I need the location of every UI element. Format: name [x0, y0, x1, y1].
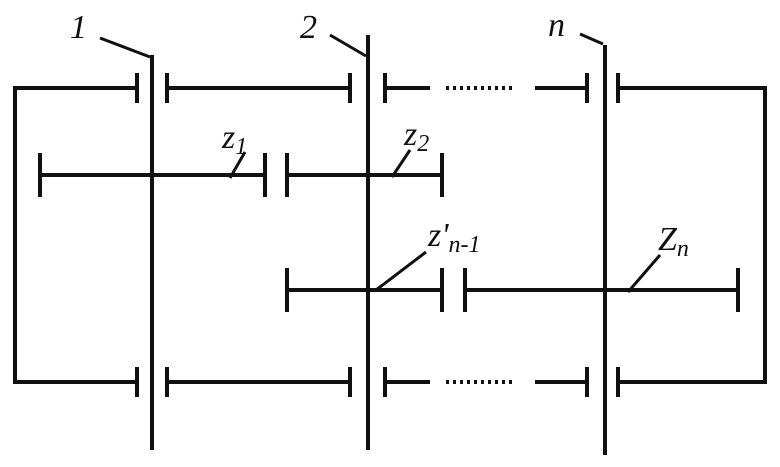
- gear-z2-label: z2: [403, 116, 429, 157]
- gear-zn-1-label: z'n-1: [427, 217, 481, 258]
- gear-Zn-leader: [626, 254, 662, 293]
- shaft-2-label: 2: [300, 9, 317, 46]
- gear-zn-1-label-main: z': [427, 217, 449, 254]
- gear-Zn-label-main: Z: [658, 221, 678, 258]
- gear-zn-1-leader: [375, 250, 427, 292]
- frame-left: [13, 86, 137, 384]
- gear-z2-leader: [390, 149, 412, 178]
- gear-z2-label-main: z: [403, 116, 417, 153]
- gear-z1-label: z1: [221, 119, 247, 160]
- gear-z1-label-main: z: [221, 119, 235, 156]
- shaft-1-label: 1: [70, 9, 87, 46]
- gear-z2-label-sub: 2: [417, 131, 429, 157]
- gear-zn-1-label-sub: n-1: [449, 232, 481, 258]
- gear-z1-leader: [228, 151, 247, 179]
- shaft-n-leader: [579, 32, 604, 46]
- frame-right: [618, 86, 767, 384]
- gear-Zn-label-sub: n: [677, 236, 689, 262]
- shaft-n-label: n: [548, 7, 565, 44]
- shaft-1-leader: [99, 36, 151, 59]
- gear-z1-label-sub: 1: [235, 134, 247, 160]
- gear-Zn-label: Zn: [658, 221, 689, 262]
- shaft-2-leader: [329, 33, 367, 58]
